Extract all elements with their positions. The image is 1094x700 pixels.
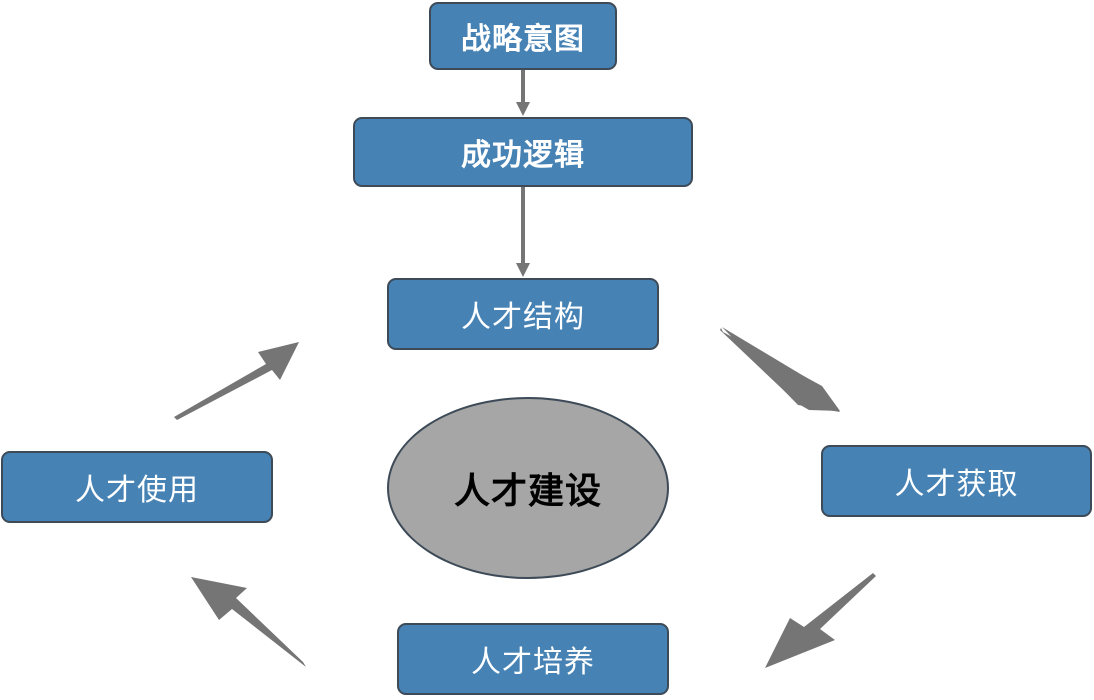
node-talent-utilization: 人才使用 <box>1 451 273 523</box>
node-success-logic-label: 成功逻辑 <box>461 138 585 173</box>
arrow-intent-to-logic <box>516 70 530 116</box>
node-talent-training-label: 人才培养 <box>471 645 595 680</box>
node-talent-acquisition-label: 人才获取 <box>894 467 1019 502</box>
cycle-arrow-train-to-use <box>191 577 306 667</box>
center-talent-building: 人才建设 <box>387 397 669 579</box>
node-talent-training: 人才培养 <box>397 623 669 695</box>
cycle-arrow-structure-to-acquire <box>720 327 840 412</box>
node-talent-structure-label: 人才结构 <box>461 300 585 335</box>
center-talent-building-label: 人才建设 <box>453 471 602 512</box>
cycle-arrow-acquire-to-train <box>765 573 876 668</box>
node-talent-acquisition: 人才获取 <box>821 445 1092 517</box>
node-strategic-intent: 战略意图 <box>429 2 617 70</box>
node-talent-utilization-label: 人才使用 <box>75 473 199 508</box>
cycle-arrow-use-to-structure <box>174 342 299 420</box>
node-talent-structure: 人才结构 <box>387 278 659 350</box>
node-strategic-intent-label: 战略意图 <box>461 22 585 57</box>
node-success-logic: 成功逻辑 <box>353 117 693 187</box>
arrow-logic-to-structure <box>516 187 530 277</box>
